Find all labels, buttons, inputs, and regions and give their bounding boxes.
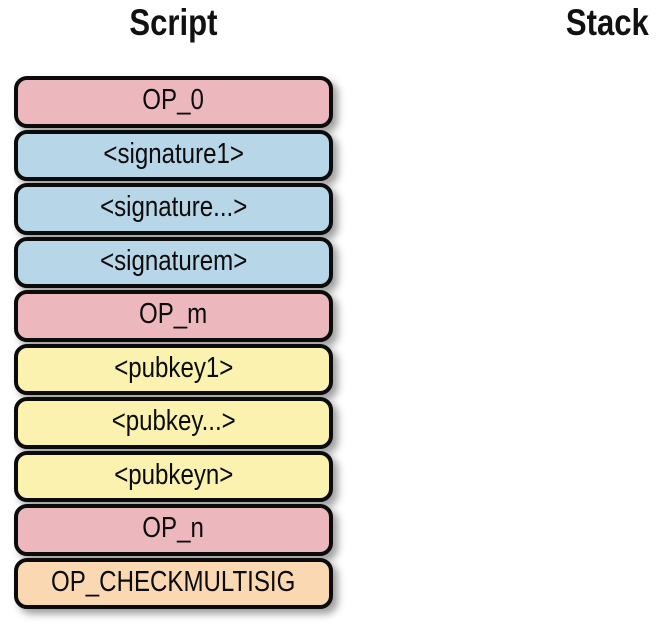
script-column-title-text: Script xyxy=(129,2,218,43)
script-item-signature-2: <signature...> xyxy=(14,183,333,235)
script-item-opcode-8: OP_n xyxy=(14,504,333,556)
script-item-label: <signaturem> xyxy=(99,244,248,277)
script-item-signature-1: <signature1> xyxy=(14,129,333,181)
script-item-label: <pubkey...> xyxy=(111,405,236,438)
script-item-pubkey-6: <pubkey...> xyxy=(14,397,333,449)
script-column-title: Script xyxy=(14,2,333,44)
script-item-label: <pubkeyn> xyxy=(113,458,234,491)
script-item-label: OP_0 xyxy=(142,84,205,117)
script-item-label: <signature1> xyxy=(103,137,244,170)
script-item-checkmultisig-9: OP_CHECKMULTISIG xyxy=(14,557,333,609)
script-item-label: OP_CHECKMULTISIG xyxy=(51,565,296,598)
script-item-signature-3: <signaturem> xyxy=(14,236,333,288)
script-item-opcode-0: OP_0 xyxy=(14,76,333,128)
script-item-pubkey-5: <pubkey1> xyxy=(14,343,333,395)
script-item-label: OP_n xyxy=(142,512,205,545)
script-item-label: <pubkey1> xyxy=(113,351,234,384)
script-item-label: OP_m xyxy=(139,298,208,331)
script-item-label: <signature...> xyxy=(99,191,248,224)
stack-column-title: Stack xyxy=(500,2,657,44)
script-item-pubkey-7: <pubkeyn> xyxy=(14,450,333,502)
stack-column-title-text: Stack xyxy=(566,2,650,43)
script-item-opcode-4: OP_m xyxy=(14,290,333,342)
script-item-stack: OP_0 <signature1> <signature...> <signature… xyxy=(14,76,333,609)
